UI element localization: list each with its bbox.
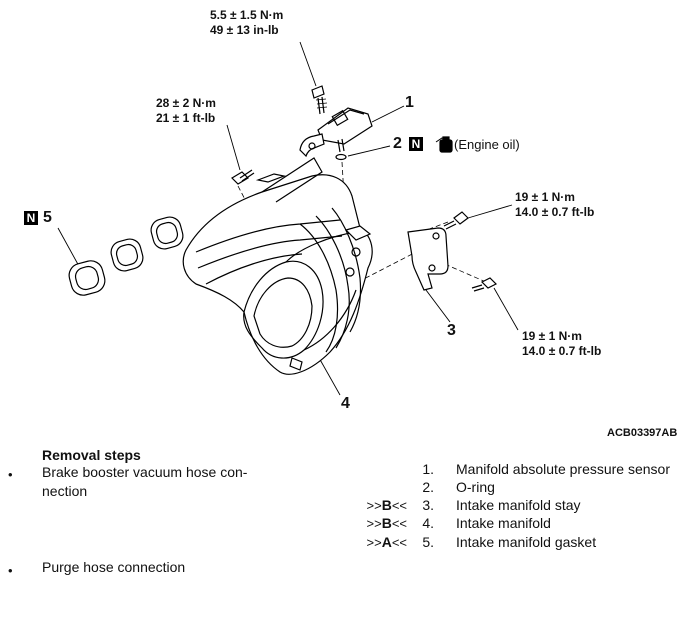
sensor-bolt-illustration: [311, 85, 328, 115]
torque-value-imperial: 14.0 ± 0.7 ft-lb: [522, 344, 602, 358]
left-item-vacuum-hose-line1: Brake booster vacuum hose con-: [42, 464, 248, 480]
step-number: 5.: [422, 534, 434, 550]
leader-lines: [57, 41, 519, 396]
torque-value-nm: 28 ± 2 N·m: [156, 96, 216, 110]
gasket-illustrations: [68, 216, 184, 296]
removal-steps-title: Removal steps: [42, 447, 141, 463]
torque-label-sensor-bolt: 5.5 ± 1.5 N·m 49 ± 13 in-lb: [210, 8, 283, 38]
o-ring-illustration: [335, 153, 347, 161]
torque-label-manifold-bolt: 28 ± 2 N·m 21 ± 1 ft-lb: [156, 96, 216, 126]
torque-value-nm: 19 ± 1 N·m: [515, 190, 575, 204]
step-row: 2. O-ring: [340, 479, 699, 498]
torque-value-imperial: 49 ± 13 in-lb: [210, 23, 279, 37]
map-sensor-illustration: [317, 107, 373, 153]
step-marker: >>A<<: [366, 534, 408, 550]
step-row: >>A<< 5. Intake manifold gasket: [340, 534, 699, 553]
sensor-bracket-illustration: [299, 133, 325, 158]
manifold-stay-illustration: [407, 227, 449, 291]
left-item-purge-hose: Purge hose connection: [42, 559, 186, 575]
torque-value-nm: 19 ± 1 N·m: [522, 329, 582, 343]
intake-manifold-illustration: [182, 157, 373, 375]
torque-value-imperial: 14.0 ± 0.7 ft-lb: [515, 205, 595, 219]
step-row: >>B<< 4. Intake manifold: [340, 515, 699, 534]
callout-2: 2: [393, 135, 402, 152]
torque-label-stay-bolt-lower: 19 ± 1 N·m 14.0 ± 0.7 ft-lb: [522, 329, 601, 359]
stay-bolt-illustrations: [443, 211, 498, 292]
callout-4: 4: [341, 395, 350, 412]
engine-oil-label: (Engine oil): [454, 137, 520, 152]
step-marker: >>B<<: [366, 515, 408, 531]
torque-label-stay-bolt-upper: 19 ± 1 N·m 14.0 ± 0.7 ft-lb: [515, 190, 594, 220]
step-name: Intake manifold: [456, 515, 551, 531]
step-name: Intake manifold stay: [456, 497, 581, 513]
step-number: 1.: [422, 461, 434, 477]
callout-5: 5: [43, 209, 52, 226]
callout-3: 3: [447, 322, 456, 339]
intake-manifold-diagram: [57, 41, 519, 396]
manifold-bolt-illustration: [231, 169, 287, 185]
left-item-vacuum-hose-line2: nection: [42, 483, 88, 499]
step-name: Intake manifold gasket: [456, 534, 597, 550]
figure-code: ACB03397AB: [607, 427, 678, 439]
step-number: 4.: [422, 515, 434, 531]
step-number: 3.: [422, 497, 434, 513]
step-row: >>B<< 3. Intake manifold stay: [340, 497, 699, 516]
bullet-marker: •: [8, 563, 13, 578]
step-number: 2.: [422, 479, 434, 495]
callout-1: 1: [405, 94, 414, 111]
oil-can-icon: [435, 136, 453, 153]
torque-value-imperial: 21 ± 1 ft-lb: [156, 111, 216, 125]
n-marker-badge: N: [409, 137, 423, 151]
n-marker-badge: N: [24, 211, 38, 225]
torque-value-nm: 5.5 ± 1.5 N·m: [210, 8, 284, 22]
step-name: Manifold absolute pressure sensor: [456, 461, 671, 477]
step-marker: >>B<<: [366, 497, 408, 513]
bullet-marker: •: [8, 467, 13, 482]
step-row: 1. Manifold absolute pressure sensor: [340, 461, 699, 480]
step-name: O-ring: [456, 479, 495, 495]
